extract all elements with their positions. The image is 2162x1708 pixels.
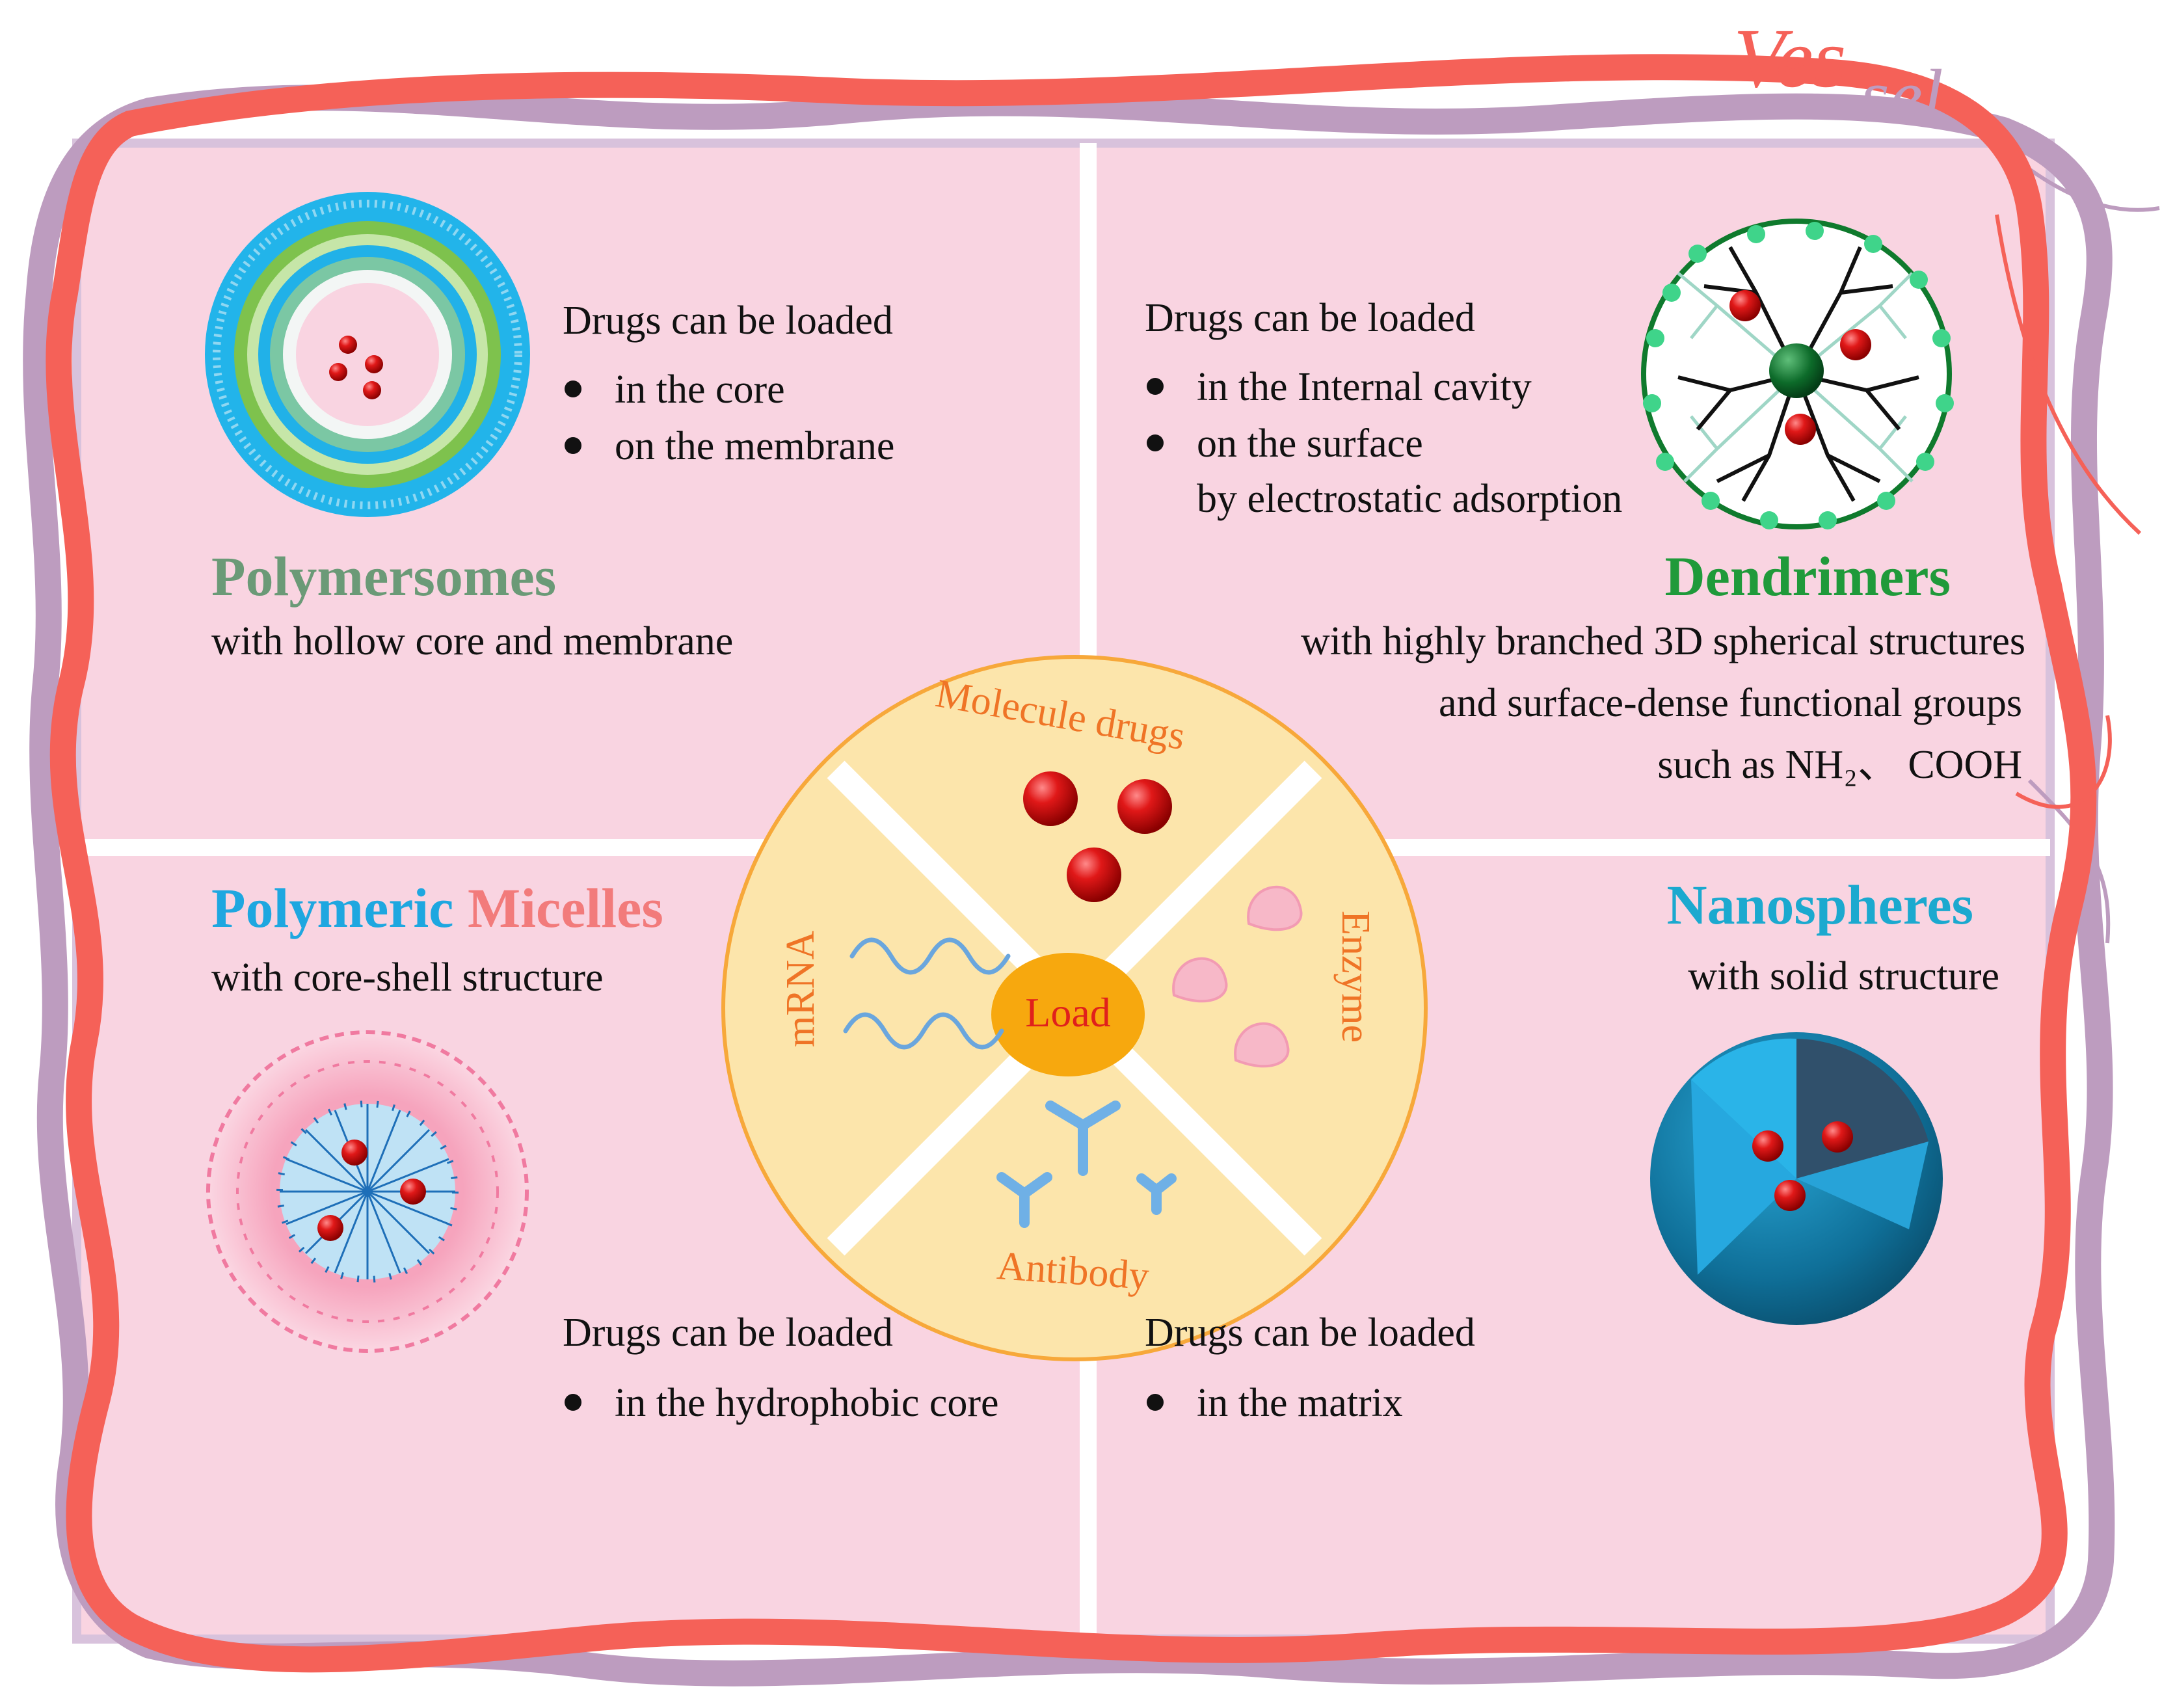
center-wheel (721, 655, 1428, 1361)
bullet-dot (565, 380, 581, 397)
vessel-wall-red (46, 54, 2097, 1673)
polymersomes-subtitle: with hollow core and membrane (211, 619, 734, 663)
vessel-wall-purple (23, 85, 2115, 1687)
bullet-dot (565, 1394, 581, 1411)
bullet-dot (565, 437, 581, 454)
dendrimers-load-item-1: in the Internal cavity (1197, 365, 1532, 409)
nanospheres-load-item-1: in the matrix (1197, 1381, 1403, 1425)
micelles-load-item-1: in the hydrophobic core (615, 1381, 999, 1425)
micelles-load-heading: Drugs can be loaded (563, 1311, 893, 1355)
brand-part1: Ves (1733, 12, 1847, 105)
dendrimer-illustration (1641, 219, 1954, 529)
dendrimers-desc-line-2: and surface-dense functional groups (1439, 681, 2022, 725)
micelles-title: Polymeric Micelles (211, 880, 663, 936)
bullet-dot (1147, 1394, 1164, 1411)
dendrimers-desc-line-3: such as NH₂、 COOH (1657, 743, 2022, 787)
bullet-dot (1147, 434, 1164, 451)
polymersomes-load-heading: Drugs can be loaded (563, 299, 893, 343)
micelles-title-part2: Micelles (467, 877, 663, 939)
center-segment-enzyme: Enzyme (1333, 911, 1378, 1043)
micelles-title-part1: Polymeric (211, 877, 454, 939)
brand-part2: sel (1860, 55, 1943, 137)
micelle-illustration (206, 1030, 529, 1353)
polymersome-illustration (205, 192, 530, 517)
center-segment-mrna: mRNA (779, 930, 823, 1047)
polymersomes-load-item-2: on the membrane (615, 424, 895, 468)
vessel-tail-red-2 (2015, 715, 2112, 809)
polymersomes-load-item-1: in the core (615, 367, 785, 412)
nanospheres-subtitle: with solid structure (1688, 954, 1999, 998)
polymersomes-title: Polymersomes (211, 545, 557, 607)
dendrimers-load-heading: Drugs can be loaded (1145, 296, 1475, 340)
center-segment-antibody: Antibody (995, 1244, 1151, 1299)
center-core-label: Load (1025, 989, 1111, 1035)
dendrimers-load-item-2: on the surface (1197, 421, 1423, 466)
dendrimers-desc-line-1: with highly branched 3D spherical struct… (1301, 619, 2025, 663)
micelles-subtitle: with core-shell structure (211, 955, 604, 1000)
vessel-tail-red (1995, 214, 2142, 535)
dendrimers-load-item-2-continuation: by electrostatic adsorption (1197, 477, 1623, 521)
nanospheres-load-heading: Drugs can be loaded (1145, 1311, 1475, 1355)
nanosphere-illustration (1650, 1032, 1943, 1325)
nanospheres-title: Nanospheres (1666, 874, 1974, 936)
dendrimers-title: Dendrimers (1664, 545, 1951, 607)
bullet-dot (1147, 378, 1164, 395)
